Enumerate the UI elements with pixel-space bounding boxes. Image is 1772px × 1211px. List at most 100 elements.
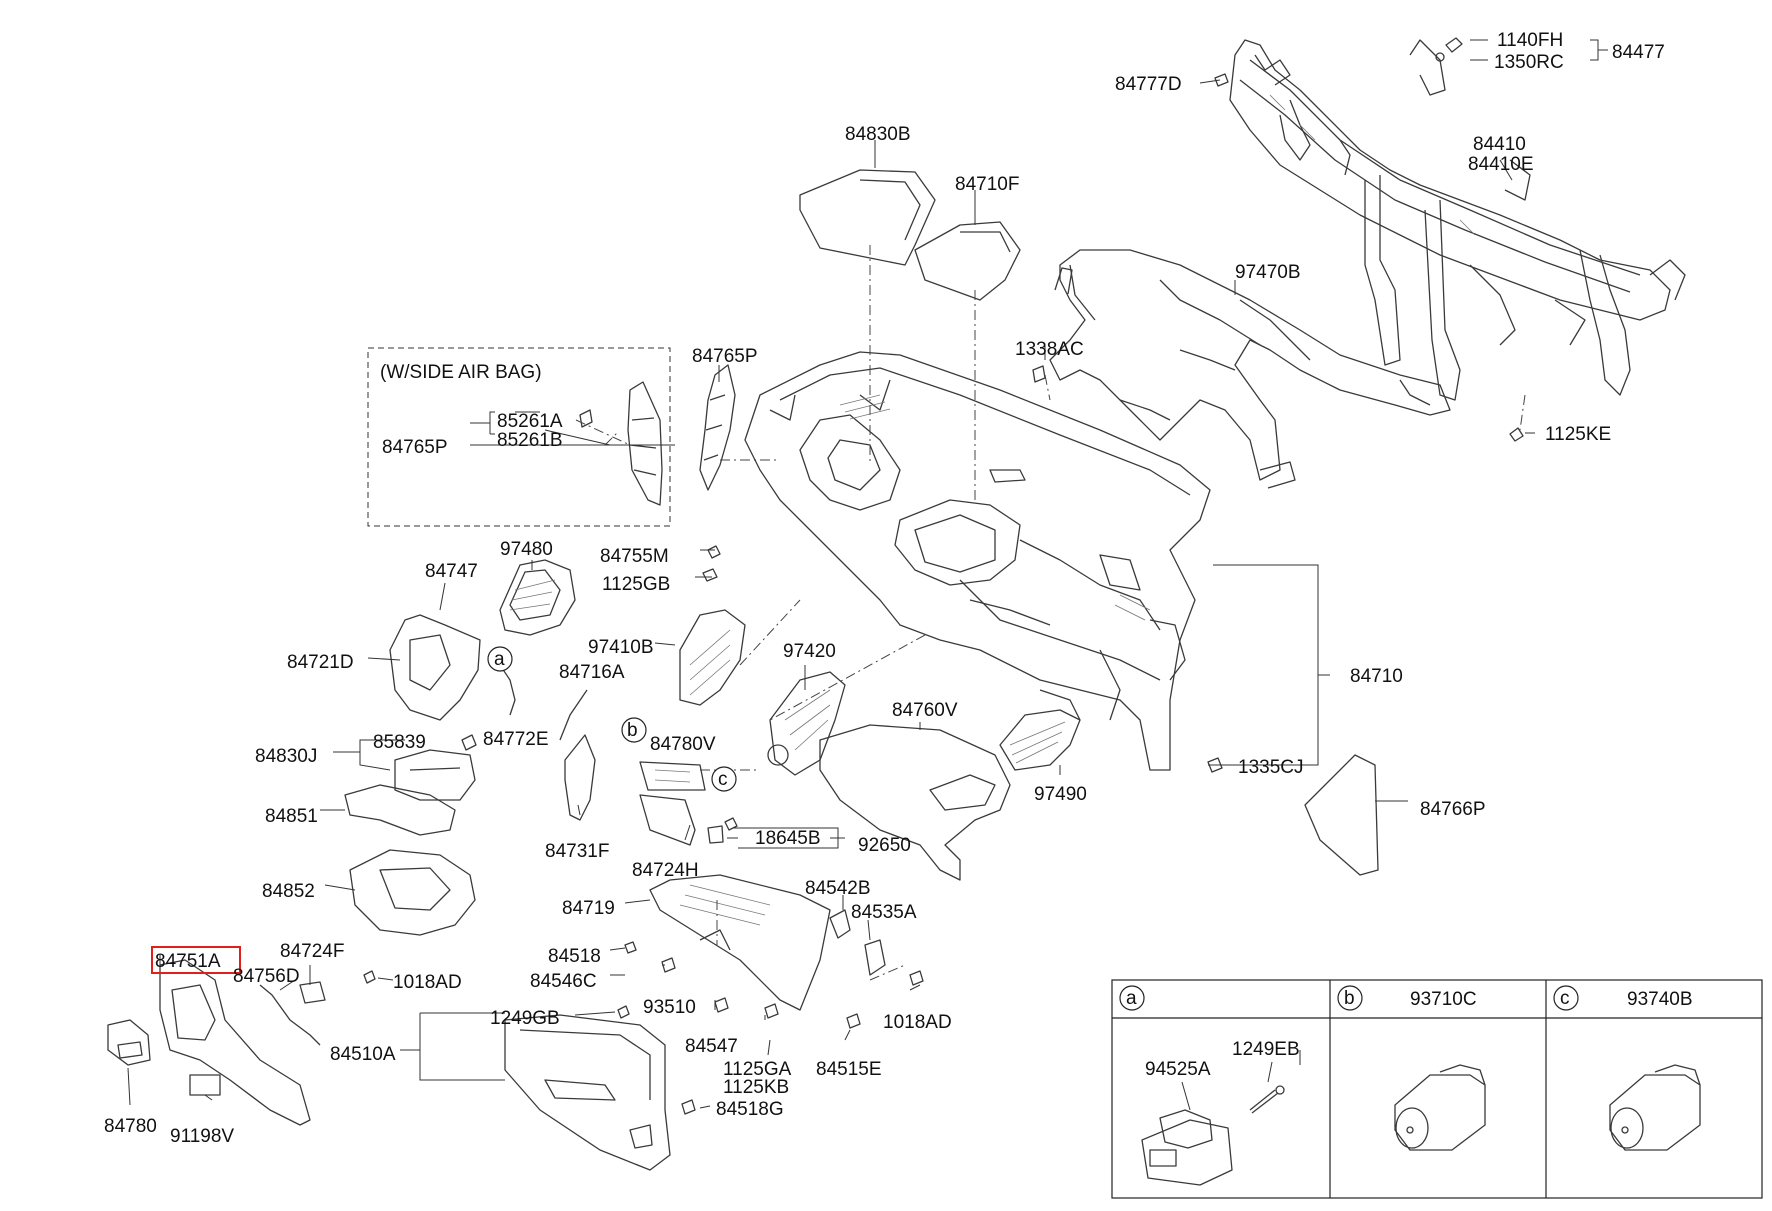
upper-pad-84830B: [799, 169, 936, 266]
label-84780V[interactable]: 84780V: [650, 734, 716, 755]
callout-b: b: [621, 717, 647, 743]
callout-c: c: [711, 766, 737, 792]
label-1125GA[interactable]: 1125GA: [723, 1059, 792, 1080]
label-97420[interactable]: 97420: [783, 641, 836, 662]
label-84542B[interactable]: 84542B: [805, 878, 871, 899]
label-84724H[interactable]: 84724H: [632, 860, 699, 881]
air-duct: [1049, 249, 1451, 489]
label-84510A[interactable]: 84510A: [330, 1044, 396, 1065]
label-84760V[interactable]: 84760V: [892, 700, 958, 721]
cover-84780: [107, 1019, 151, 1066]
lower-trim-84851: [344, 784, 456, 836]
cowl-cross-bar-assembly: [1229, 39, 1686, 401]
label-93740B[interactable]: 93740B: [1627, 989, 1693, 1010]
label-84765P-box[interactable]: 84765P: [382, 437, 448, 458]
label-84719[interactable]: 84719: [562, 898, 615, 919]
label-84716A[interactable]: 84716A: [559, 662, 625, 683]
label-97470B[interactable]: 97470B: [1235, 262, 1301, 283]
svg-text:b: b: [627, 720, 638, 741]
label-84518[interactable]: 84518: [548, 946, 601, 967]
label-84777D[interactable]: 84777D: [1115, 74, 1182, 95]
label-84755M[interactable]: 84755M: [600, 546, 669, 567]
label-97490[interactable]: 97490: [1034, 784, 1087, 805]
label-84765P-top[interactable]: 84765P: [692, 346, 758, 367]
label-84830B[interactable]: 84830B: [845, 124, 911, 145]
label-91198V[interactable]: 91198V: [170, 1126, 234, 1147]
vent-97480: [499, 559, 576, 636]
label-1350RC[interactable]: 1350RC: [1494, 52, 1564, 73]
label-97480[interactable]: 97480: [500, 539, 553, 560]
label-84766P[interactable]: 84766P: [1420, 799, 1486, 820]
side-panel-84765P: [699, 364, 736, 491]
label-84747[interactable]: 84747: [425, 561, 478, 582]
label-84724F[interactable]: 84724F: [280, 941, 344, 962]
leader-lines: [127, 39, 1608, 1109]
label-84710F[interactable]: 84710F: [955, 174, 1019, 195]
label-84547[interactable]: 84547: [685, 1036, 738, 1057]
label-85261B[interactable]: 85261B: [497, 430, 563, 451]
label-84710[interactable]: 84710: [1350, 666, 1403, 687]
label-84830J[interactable]: 84830J: [255, 746, 317, 767]
label-84546C[interactable]: 84546C: [530, 971, 597, 992]
label-84515E[interactable]: 84515E: [816, 1059, 882, 1080]
main-crash-pad: [744, 351, 1211, 771]
label-84751A[interactable]: 84751A: [155, 951, 221, 972]
label-84780[interactable]: 84780: [104, 1116, 157, 1137]
trim-84756D: [259, 984, 321, 1046]
label-84410[interactable]: 84410: [1473, 134, 1526, 155]
label-94525A[interactable]: 94525A: [1145, 1059, 1211, 1080]
label-1018AD-b[interactable]: 1018AD: [883, 1012, 952, 1033]
switch-93740B-drawing: [1609, 1064, 1701, 1151]
label-84756D[interactable]: 84756D: [233, 966, 300, 987]
glove-box-housing-84719: [649, 874, 831, 1011]
switch-84780V: [639, 761, 706, 791]
trim-84772E: [499, 664, 516, 716]
label-1338AC[interactable]: 1338AC: [1015, 339, 1084, 360]
side-airbag-box: [367, 347, 671, 527]
trim-84716A: [559, 689, 588, 741]
callout-a: a: [487, 646, 513, 672]
damper-84535A: [864, 939, 886, 976]
switch-93710C-drawing: [1394, 1064, 1486, 1151]
label-1335CJ[interactable]: 1335CJ: [1238, 757, 1304, 778]
label-85839[interactable]: 85839: [373, 732, 426, 753]
detail-c: c 93740B: [1553, 985, 1701, 1151]
detail-a: a 94525A 1249EB: [1119, 985, 1300, 1186]
knee-panel-84751A: [159, 959, 311, 1126]
label-84518G[interactable]: 84518G: [716, 1099, 784, 1120]
label-1140FH[interactable]: 1140FH: [1497, 30, 1563, 51]
label-92650[interactable]: 92650: [858, 835, 911, 856]
lower-pad-84760V: [819, 724, 1011, 881]
label-84731F[interactable]: 84731F: [545, 841, 609, 862]
svg-text:c: c: [718, 769, 728, 790]
detail-table: a 94525A 1249EB b 93710C: [1111, 979, 1763, 1199]
svg-text:c: c: [1560, 988, 1570, 1009]
label-84852[interactable]: 84852: [262, 881, 315, 902]
label-1125GB[interactable]: 1125GB: [602, 574, 670, 595]
label-1018AD-a[interactable]: 1018AD: [393, 972, 462, 993]
label-1125KB[interactable]: 1125KB: [723, 1077, 789, 1098]
label-84410E[interactable]: 84410E: [1468, 154, 1534, 175]
side-airbag-title: (W/SIDE AIR BAG): [380, 362, 542, 383]
label-1249EB[interactable]: 1249EB: [1232, 1039, 1300, 1060]
svg-text:a: a: [494, 649, 505, 670]
label-1125KE[interactable]: 1125KE: [1545, 424, 1611, 445]
vent-97420: [767, 671, 846, 776]
cover-84724H: [639, 794, 696, 846]
label-84477[interactable]: 84477: [1612, 42, 1665, 63]
highlight-84751A: [151, 946, 241, 974]
vent-97490: [999, 709, 1081, 771]
label-93510[interactable]: 93510: [643, 997, 696, 1018]
label-18645B[interactable]: 18645B: [755, 828, 821, 849]
label-97410B[interactable]: 97410B: [588, 637, 654, 658]
label-84721D[interactable]: 84721D: [287, 652, 354, 673]
label-84772E[interactable]: 84772E: [483, 729, 549, 750]
label-84535A[interactable]: 84535A: [851, 902, 917, 923]
switch-94525A-drawing: [1141, 1085, 1285, 1186]
trim-84731F: [564, 734, 596, 821]
label-85261A[interactable]: 85261A: [497, 411, 563, 432]
label-1249GB[interactable]: 1249GB: [490, 1008, 560, 1029]
label-93710C[interactable]: 93710C: [1410, 989, 1477, 1010]
label-84851[interactable]: 84851: [265, 806, 318, 827]
